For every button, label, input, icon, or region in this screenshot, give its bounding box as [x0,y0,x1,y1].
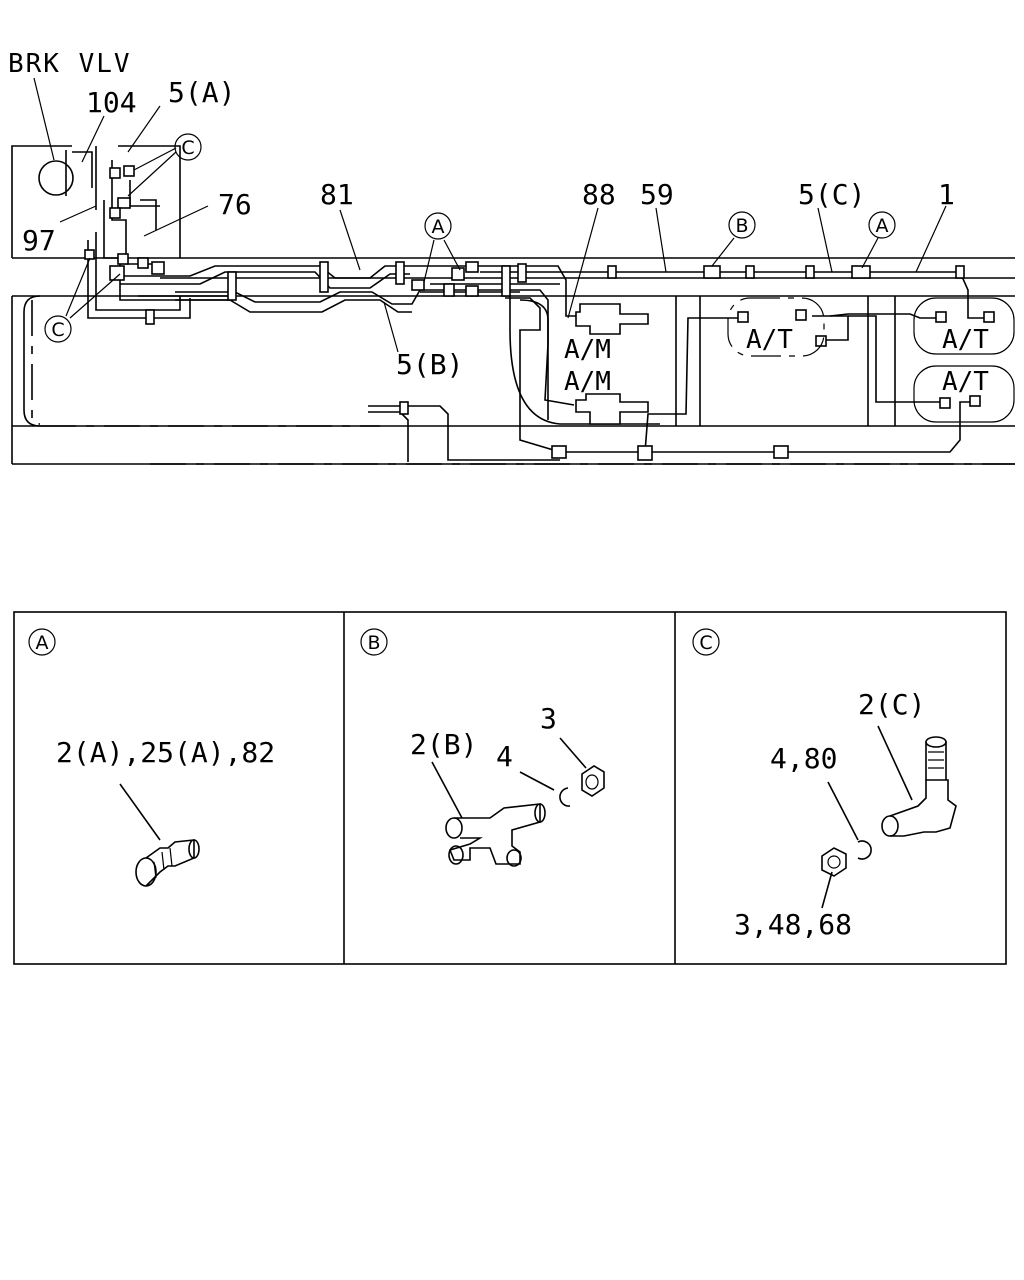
panel-b-part-tee: 2(B) [410,728,477,761]
label-1: 1 [938,178,955,211]
panel-b [360,628,605,867]
label-76: 76 [218,188,252,221]
detail-panels [13,611,1007,965]
callout-b: B [735,215,748,237]
panel-b-tag: B [367,632,380,654]
panel-c-tag: C [699,632,712,654]
panel-c-part-fitting: 2(C) [858,688,925,721]
callout-a-left: A [432,216,445,238]
label-am-lower: A/M [564,367,611,397]
panel-b-part-4: 4 [496,740,513,773]
label-at-right-upper: A/T [942,325,989,355]
panel-c-part-washer: 4,80 [770,742,837,775]
panel-a-tag: A [36,632,49,654]
panel-a [28,628,200,887]
brake-valve [38,146,97,210]
callout-circles [44,133,896,343]
panel-c-part-nut: 3,48,68 [734,908,852,941]
label-5c: 5(C) [798,178,865,211]
at-outlines [727,297,1015,423]
panel-a-parts: 2(A),25(A),82 [56,736,275,769]
label-97: 97 [22,224,56,257]
label-brk-vlv: BRK VLV [8,49,132,79]
label-81: 81 [320,178,354,211]
callout-a-right: A [876,215,889,237]
label-88: 88 [582,178,616,211]
label-at-middle: A/T [746,325,793,355]
label-5a: 5(A) [168,76,235,109]
callout-c-bottom: C [51,319,64,341]
label-5b: 5(B) [396,348,463,381]
leader-lines [33,77,947,353]
fittings [84,165,995,461]
panel-b-part-3: 3 [540,702,557,735]
label-59: 59 [640,178,674,211]
label-at-right-lower: A/T [942,367,989,397]
panel-c [692,628,957,909]
label-am-upper: A/M [564,335,611,365]
label-104: 104 [86,86,137,119]
callout-c-top: C [181,137,194,159]
